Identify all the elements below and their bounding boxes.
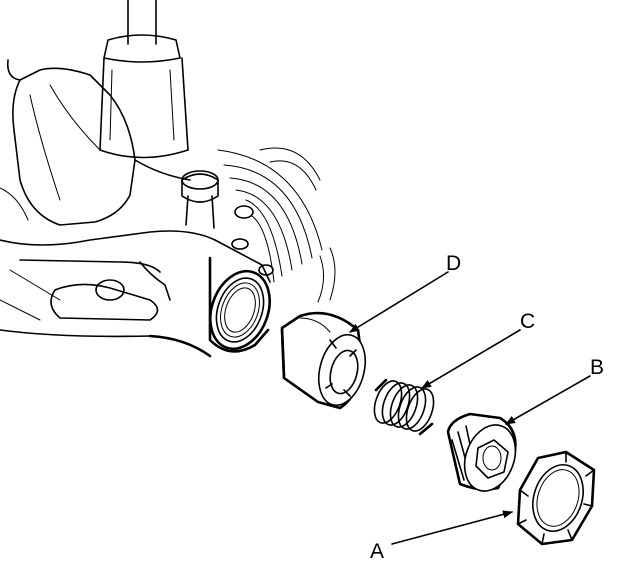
part-c-spring	[373, 378, 435, 436]
part-b-adjusting-screw	[446, 412, 517, 492]
part-a-locknut	[516, 450, 596, 546]
callout-label-a: A	[370, 540, 384, 563]
part-d-rack-guide	[280, 311, 367, 410]
callout-label-b: B	[590, 356, 604, 379]
leader-line-c	[421, 329, 521, 389]
steering-gear-housing	[0, 0, 336, 358]
callout-label-c: C	[520, 310, 535, 333]
leader-line-d	[349, 271, 449, 333]
leader-line-a	[391, 510, 513, 545]
callout-label-d: D	[446, 252, 461, 275]
leader-line-b	[505, 375, 591, 425]
